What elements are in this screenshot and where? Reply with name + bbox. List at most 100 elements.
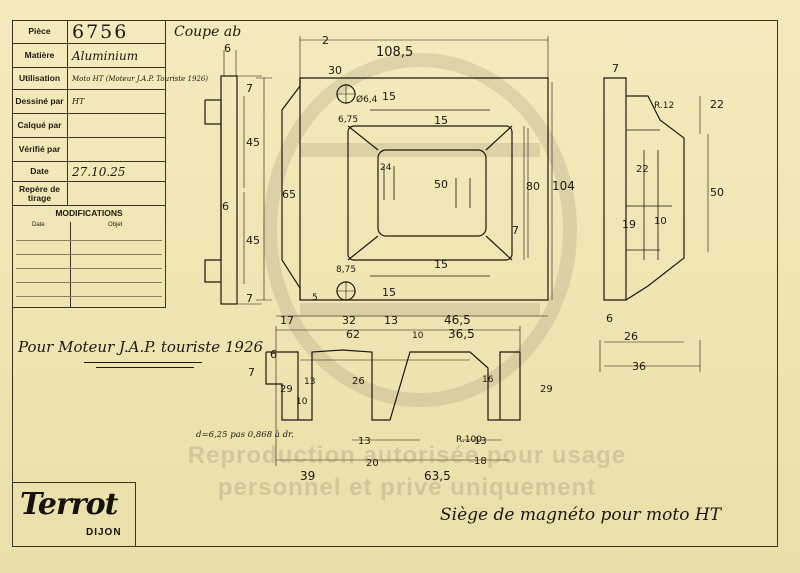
label-dessine: Dessiné par [12, 90, 68, 113]
dim-f7: 7 [248, 366, 255, 379]
dim-f6: 6 [270, 348, 277, 361]
dim-s50: 50 [710, 186, 724, 199]
dim-s12: R.12 [654, 101, 674, 111]
thread-note: d=6,25 pas 0,868 à dr. [196, 430, 294, 440]
dim-s26: 26 [624, 330, 638, 343]
modifications-title: MODIFICATIONS [55, 208, 123, 218]
dim-f635: 63,5 [424, 469, 451, 483]
modifications-line [16, 254, 162, 255]
title-block: Pièce 6756 Matière Aluminium Utilisation… [12, 20, 208, 308]
dim-f13: 13 [304, 377, 315, 387]
row-verifie: Vérifié par [12, 138, 166, 162]
row-dessine: Dessiné par HT [12, 90, 166, 114]
dim-b62: 62 [346, 328, 360, 341]
dim-f18: 18 [474, 456, 487, 467]
plan-view [243, 36, 553, 317]
front-section [265, 326, 521, 466]
dim-h7: 7 [246, 292, 253, 305]
dim-f10: 10 [296, 397, 308, 407]
modifications-table: MODIFICATIONS Date Objet [12, 206, 166, 308]
label-utilisation: Utilisation [12, 68, 68, 89]
dim-f16: 16 [482, 375, 494, 385]
modifications-divider [70, 222, 71, 308]
dim-b10: 10 [412, 331, 424, 341]
side-profile-left [204, 50, 262, 305]
dim-f20: 20 [366, 458, 379, 469]
drawing-title: Siège de magnéto pour moto HT [440, 505, 722, 525]
watermark-line-1: Reproduction autorisée pour usage [187, 442, 627, 469]
dim-h5: 5 [312, 293, 318, 303]
value-dessine: HT [72, 97, 85, 106]
dim-f13b: 13 [358, 436, 371, 447]
value-utilisation: Moto HT (Moteur J.A.P. Touriste 1926) [72, 74, 209, 83]
label-date: Date [12, 162, 68, 181]
label-matiere: Matière [12, 44, 68, 67]
dim-top-a: 6 [224, 42, 231, 55]
value-date: 27.10.25 [72, 164, 126, 179]
modifications-line [16, 240, 162, 241]
row-piece: Pièce 6756 [12, 20, 166, 44]
dim-r100: R.100 [456, 435, 482, 445]
engine-note-underline-2 [96, 367, 194, 368]
dim-v50: 50 [434, 178, 448, 191]
dim-s22: 22 [710, 98, 724, 111]
engine-note: Pour Moteur J.A.P. touriste 1926 [18, 338, 264, 356]
dim-r64: Ø6,4 [356, 94, 378, 105]
row-matiere: Matière Aluminium [12, 44, 166, 68]
engine-note-underline [84, 362, 202, 363]
cut-label: Coupe ab [174, 24, 242, 40]
modifications-line [16, 268, 162, 269]
dim-b17: 17 [280, 314, 294, 327]
dim-s19: 19 [622, 218, 636, 231]
dim-s7: 7 [612, 62, 619, 75]
dim-b13: 13 [384, 314, 398, 327]
dim-v45b: 45 [246, 234, 260, 247]
dim-s10: 10 [654, 216, 667, 227]
modifications-col-objet: Objet [108, 222, 123, 228]
dim-f39: 39 [300, 469, 315, 483]
dim-s22b: 22 [636, 164, 649, 175]
dim-v6: 6 [222, 200, 229, 213]
dim-v45a: 45 [246, 136, 260, 149]
dim-v80: 80 [526, 180, 540, 193]
dim-f29: 29 [280, 384, 293, 395]
dim-v7: 7 [246, 82, 253, 95]
modifications-line [16, 296, 162, 297]
value-matiere: Aluminium [72, 48, 139, 63]
label-calque: Calqué par [12, 114, 68, 137]
dim-top-c: 108,5 [376, 45, 413, 60]
dim-f13c: 13 [474, 436, 487, 447]
dim-v875: 8,75 [336, 265, 356, 275]
logo-box: Terrot DIJON [12, 482, 136, 547]
value-piece: 6756 [72, 20, 129, 43]
label-piece: Pièce [12, 20, 68, 43]
row-date: Date 27.10.25 [12, 162, 166, 182]
dim-v24: 24 [380, 163, 392, 173]
side-section-right [599, 77, 709, 372]
drawing-frame [12, 20, 778, 547]
dim-b465: 46,5 [444, 313, 471, 327]
dim-v15a: 15 [382, 90, 396, 103]
dim-b32: 32 [342, 314, 356, 327]
dim-v30: 30 [328, 64, 342, 77]
dim-v15c: 15 [434, 258, 448, 271]
dim-v15d: 15 [382, 286, 396, 299]
dim-f29b: 29 [540, 384, 553, 395]
brand-city: DIJON [86, 527, 122, 538]
dim-v675: 6,75 [338, 115, 358, 125]
dim-v15b: 15 [434, 114, 448, 127]
dim-f26: 26 [352, 376, 365, 387]
dim-v7b: 7 [512, 224, 519, 237]
row-utilisation: Utilisation Moto HT (Moteur J.A.P. Touri… [12, 68, 208, 90]
dim-v65: 65 [282, 188, 296, 201]
row-repere: Repère de tirage [12, 182, 166, 206]
label-repere: Repère de tirage [12, 182, 68, 205]
dim-s36: 36 [632, 360, 646, 373]
row-calque: Calqué par [12, 114, 166, 138]
dim-top-b: 2 [322, 34, 329, 47]
modifications-line [16, 282, 162, 283]
dim-s6: 6 [606, 312, 613, 325]
brand-logo: Terrot [20, 487, 118, 522]
